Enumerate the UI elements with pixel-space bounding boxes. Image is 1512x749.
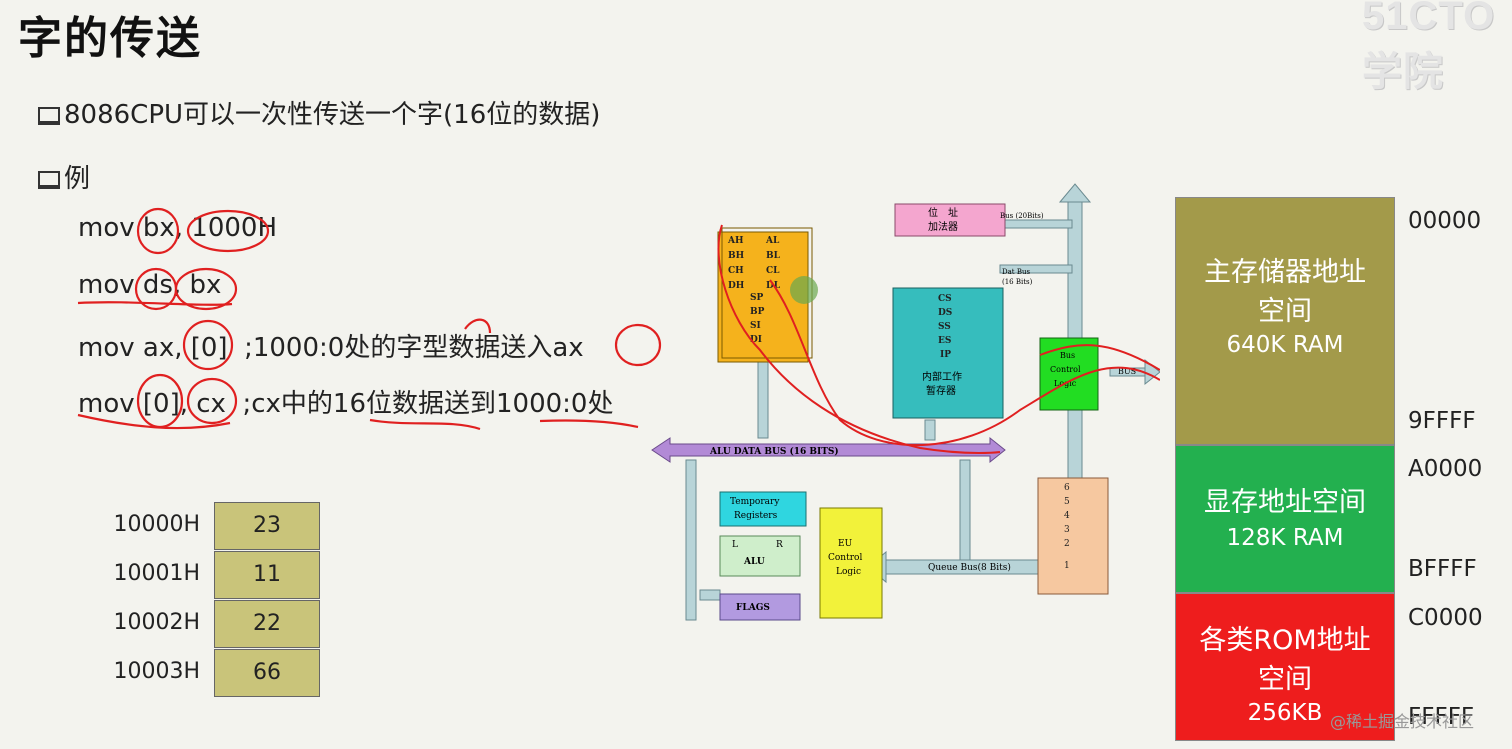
temporary-registers <box>719 491 807 527</box>
memory-address: 10002H <box>113 610 200 635</box>
reg-ch: CH <box>728 266 744 276</box>
addr-adder-line1: 位 址 <box>928 206 958 219</box>
addr-00000: 00000 <box>1408 208 1482 234</box>
rom-label-2: 空间 <box>1258 664 1312 695</box>
segment-registers <box>892 287 1004 419</box>
bus-20-label: Bus (20Bits) <box>1000 212 1044 220</box>
reg-ss: SS <box>938 322 951 332</box>
reg-ds: DS <box>938 308 952 318</box>
bus-ctrl-1: Bus <box>1060 351 1075 360</box>
reg-al: AL <box>765 236 780 246</box>
reg-bp: BP <box>750 307 765 317</box>
reg-cs: CS <box>938 294 952 304</box>
code-line-2: mov ds, bx <box>78 270 222 300</box>
monitor-icon <box>38 106 60 125</box>
rom-label-3: 256KB <box>1247 700 1323 726</box>
alu-data-bus-label: ALU DATA BUS (16 BITS) <box>709 446 839 457</box>
reg-si: SI <box>750 321 761 331</box>
reg-bl: BL <box>766 251 781 261</box>
watermark-logo: 51CTO学院 <box>1362 0 1496 94</box>
data-bus-label-2: (16 Bits) <box>1002 278 1033 286</box>
bus-ctrl-2: Control <box>1050 365 1081 374</box>
queue-slot: 1 <box>1064 561 1070 571</box>
page-title: 字的传送 <box>18 13 202 64</box>
queue-slot: 4 <box>1064 511 1070 521</box>
memory-value: 23 <box>214 502 320 550</box>
watermark-bottom: @稀土掘金技术社区 <box>1330 712 1475 731</box>
code-line-4: mov [0], cx ;cx中的16位数据送到1000:0处 <box>78 389 614 419</box>
bullet-2: 例 <box>38 158 90 195</box>
bus-arrows <box>685 183 1160 621</box>
reg-cl: CL <box>766 266 780 276</box>
video-ram-label-1: 显存地址空间 <box>1204 487 1366 518</box>
temp-reg-cn-2: 暂存器 <box>926 384 956 397</box>
addr-9ffff: 9FFFF <box>1408 408 1476 434</box>
memory-value: 66 <box>214 649 320 697</box>
memory-address: 10003H <box>113 659 200 684</box>
bullet-1-text: 8086CPU可以一次性传送一个字(16位的数据) <box>64 100 601 130</box>
temp-reg-2: Registers <box>734 511 778 521</box>
addr-fffff: FFFFF <box>1408 704 1475 730</box>
code-line-1: mov bx, 1000H <box>78 213 278 243</box>
eu-control-logic <box>819 507 883 619</box>
addr-bffff: BFFFF <box>1408 556 1477 582</box>
addr-c0000: C0000 <box>1408 605 1483 631</box>
queue-bus-label: Queue Bus(8 Bits) <box>928 562 1011 573</box>
video-ram-label-2: 128K RAM <box>1226 525 1344 551</box>
reg-bh: BH <box>728 251 745 261</box>
address-adder <box>894 203 1006 237</box>
eu-ctrl-3: Logic <box>836 567 861 577</box>
alu-l: L <box>732 540 738 550</box>
queue-slot: 3 <box>1064 525 1070 535</box>
code-line-3: mov ax, [0] ;1000:0处的字型数据送入ax <box>78 333 584 363</box>
mem-map-main-ram: 主存储器地址 空间 640K RAM <box>1175 197 1395 445</box>
instruction-queue <box>1037 477 1109 595</box>
reg-es: ES <box>938 336 951 346</box>
bus-arrow-label: BUS <box>1118 367 1136 376</box>
reg-sp: SP <box>750 293 763 303</box>
reg-ah: AH <box>727 236 744 246</box>
bus-control-logic <box>1039 337 1099 411</box>
addr-a0000: A0000 <box>1408 456 1483 482</box>
alu-block <box>719 535 801 577</box>
alu-data-bus <box>651 436 1006 464</box>
monitor-icon <box>38 170 60 189</box>
eu-ctrl-1: EU <box>838 539 853 549</box>
reg-dh: DH <box>728 281 745 291</box>
diagram-annotations <box>717 224 1160 454</box>
queue-slot: 6 <box>1064 483 1070 493</box>
memory-value: 11 <box>214 551 320 599</box>
main-ram-label-2: 空间 <box>1258 296 1312 327</box>
bullet-2-text: 例 <box>64 164 91 194</box>
cursor-highlight <box>790 276 818 304</box>
temp-reg-cn-1: 内部工作 <box>922 370 962 383</box>
queue-slot: 5 <box>1064 497 1070 507</box>
eu-ctrl-2: Control <box>828 553 862 563</box>
alu-label: ALU <box>743 557 765 567</box>
cpu-8086-diagram: AH AL BH BL CH CL DH DL SP BP SI DI 位 址 … <box>651 183 1160 621</box>
bullet-1: 8086CPU可以一次性传送一个字(16位的数据) <box>38 94 600 131</box>
flags-register <box>719 593 801 621</box>
memory-address: 10000H <box>113 512 200 537</box>
reg-di: DI <box>750 335 762 345</box>
temp-reg-1: Temporary <box>730 497 780 507</box>
flags-label: FLAGS <box>736 603 770 613</box>
alu-r: R <box>776 540 783 550</box>
mem-map-rom: 各类ROM地址 空间 256KB <box>1175 593 1395 741</box>
main-ram-label-3: 640K RAM <box>1226 332 1344 358</box>
memory-value: 22 <box>214 600 320 648</box>
main-ram-label-1: 主存储器地址 <box>1204 257 1366 288</box>
queue-slot: 2 <box>1064 539 1070 549</box>
queue-labels: 6 5 4 3 2 1 <box>1064 483 1070 571</box>
rom-label-1: 各类ROM地址 <box>1199 625 1371 656</box>
mem-map-video-ram: 显存地址空间 128K RAM <box>1175 445 1395 593</box>
reg-ip: IP <box>940 350 951 360</box>
code-annotations <box>77 207 662 431</box>
memory-address: 10001H <box>113 561 200 586</box>
segment-register-labels: CS DS SS ES IP <box>938 294 952 360</box>
data-bus-label-1: Dat Bus <box>1002 268 1030 276</box>
addr-adder-line2: 加法器 <box>928 220 958 233</box>
